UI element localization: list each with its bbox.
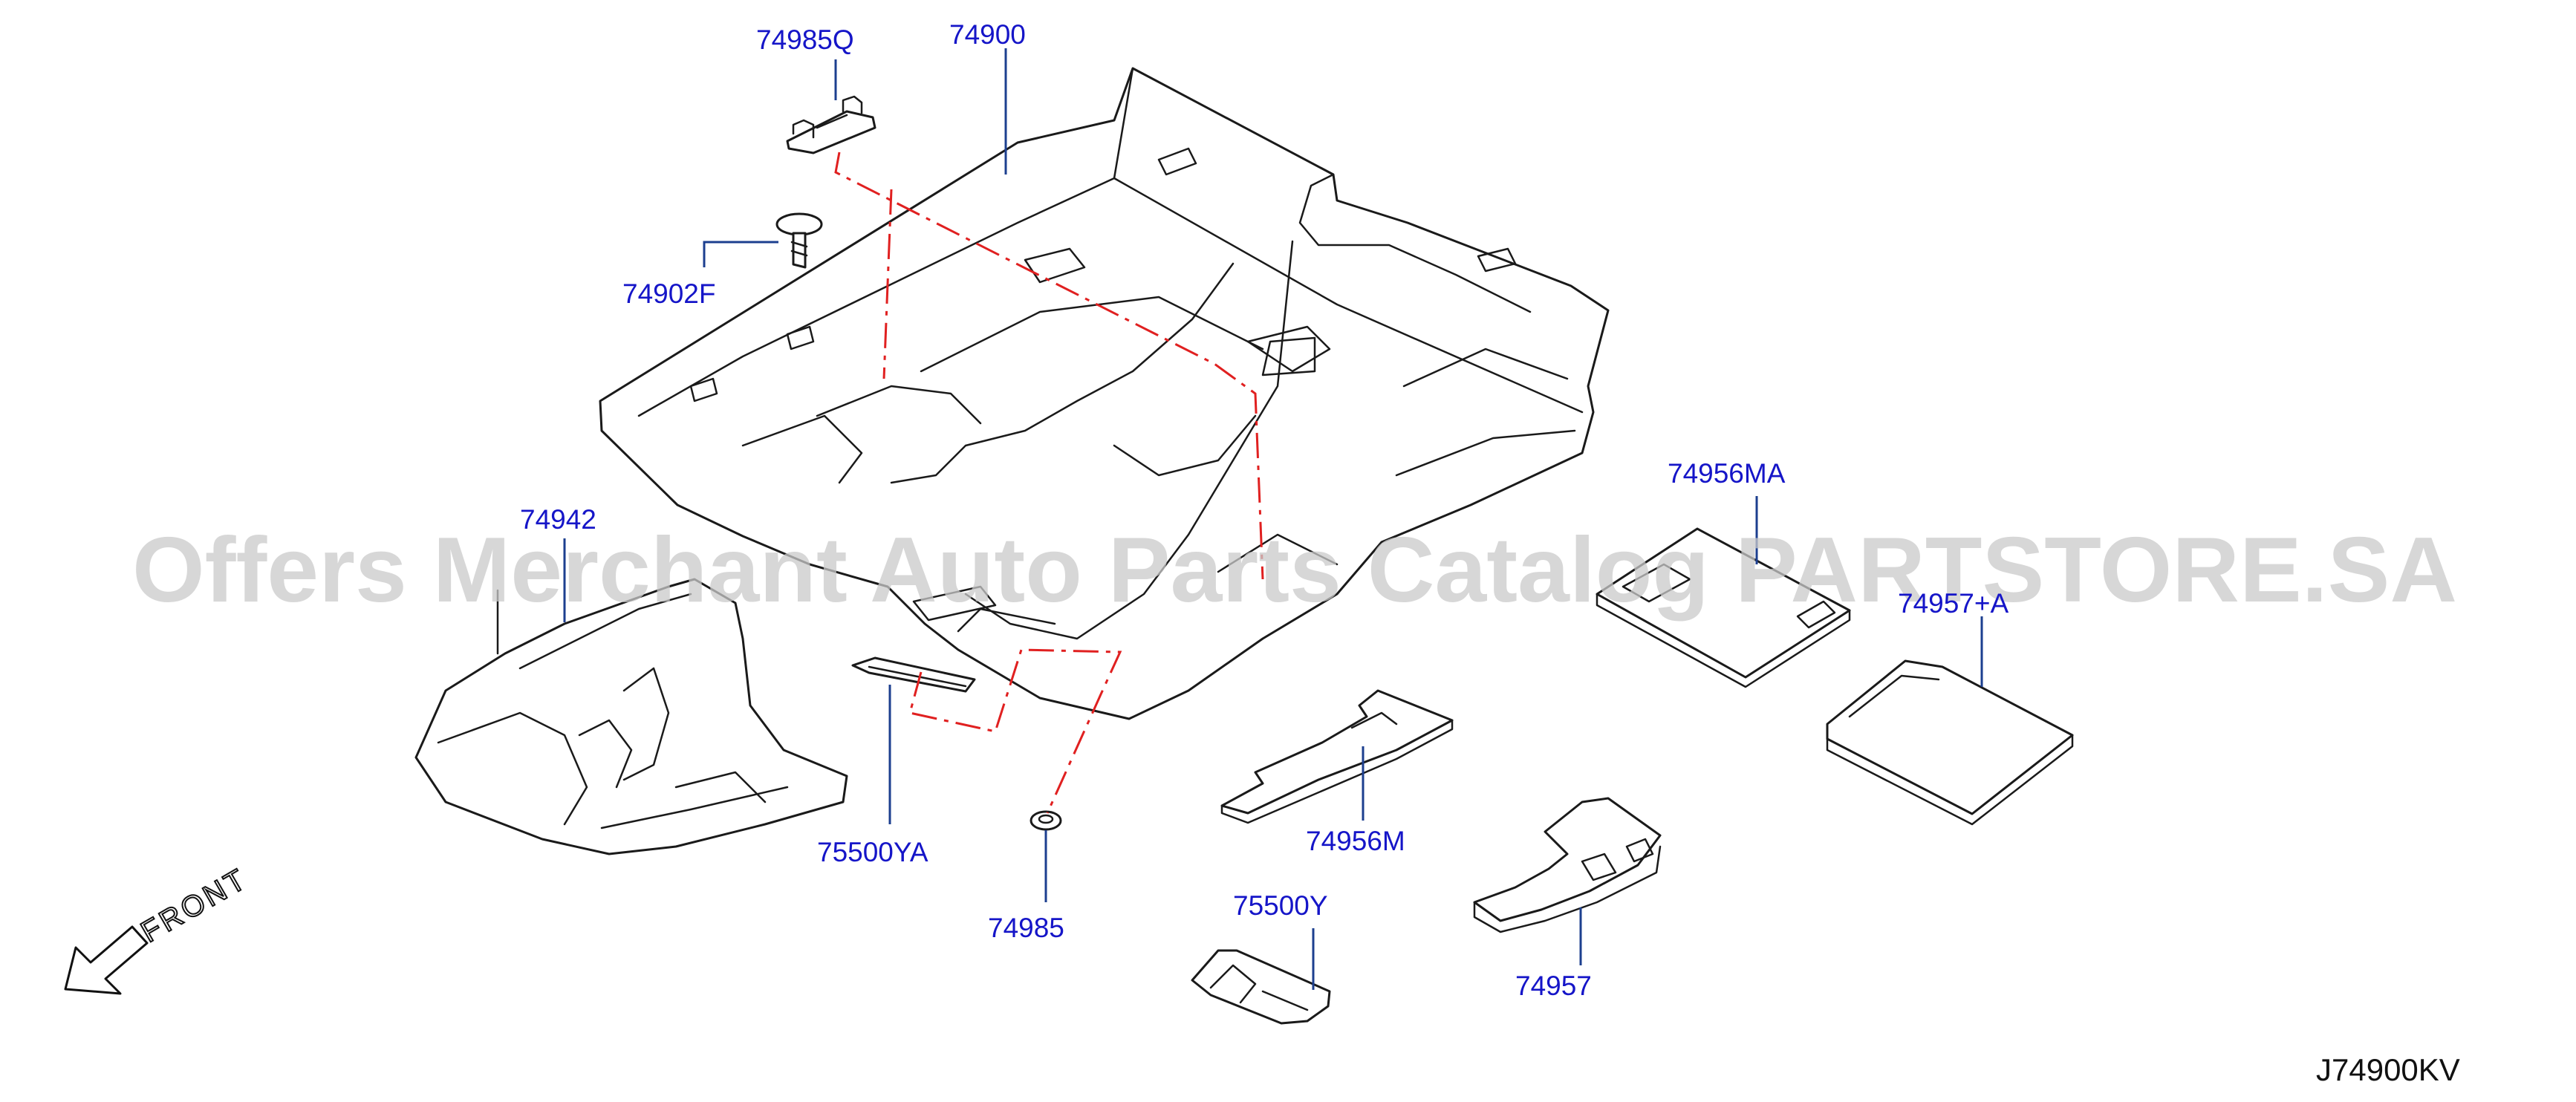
label-74942[interactable]: 74942 bbox=[520, 504, 596, 535]
insulator-74956M[interactable] bbox=[1220, 689, 1454, 824]
floor-carpet-74900[interactable] bbox=[599, 67, 1610, 720]
front-direction-indicator: FRONT bbox=[64, 861, 254, 995]
diagram-code: J74900KV bbox=[2316, 1052, 2460, 1087]
label-74985Q[interactable]: 74985Q bbox=[756, 25, 854, 55]
label-74956M[interactable]: 74956M bbox=[1306, 826, 1405, 856]
label-74985[interactable]: 74985 bbox=[988, 913, 1064, 943]
front-label: FRONT bbox=[136, 862, 254, 949]
duct-75500Y[interactable] bbox=[1191, 949, 1331, 1025]
label-74900[interactable]: 74900 bbox=[949, 19, 1026, 50]
watermark-text: Offers Merchant Auto Parts Catalog PARTS… bbox=[132, 519, 2457, 622]
mat-74957A[interactable] bbox=[1826, 659, 2074, 826]
mat-74956MA[interactable] bbox=[1596, 527, 1851, 688]
label-74957A[interactable]: 74957+A bbox=[1898, 588, 2009, 619]
label-75500Y[interactable]: 75500Y bbox=[1233, 890, 1328, 921]
label-75500YA[interactable]: 75500YA bbox=[817, 837, 928, 867]
assembly-guides bbox=[834, 151, 1264, 814]
label-74956MA[interactable]: 74956MA bbox=[1668, 458, 1786, 489]
label-74902F[interactable]: 74902F bbox=[622, 278, 716, 309]
part-labels: 74985Q 74900 74902F 74942 74956MA 74957+… bbox=[520, 19, 2009, 1001]
label-74957[interactable]: 74957 bbox=[1515, 971, 1592, 1001]
grommet-74985[interactable] bbox=[1030, 810, 1062, 831]
leader-lines bbox=[563, 48, 1983, 990]
push-clip-74902F[interactable] bbox=[775, 212, 823, 269]
front-arrow-icon bbox=[64, 925, 149, 995]
duct-75500YA[interactable] bbox=[851, 656, 976, 693]
front-insulator-74942[interactable] bbox=[414, 578, 848, 855]
insulator-74957[interactable] bbox=[1473, 797, 1662, 933]
clip-74985Q[interactable] bbox=[786, 95, 876, 154]
